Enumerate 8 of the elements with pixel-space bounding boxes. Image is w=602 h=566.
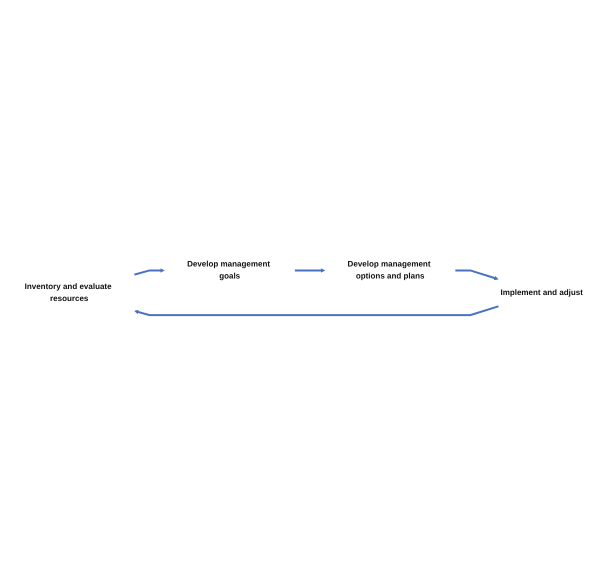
arrow	[134, 305, 499, 316]
arrow	[455, 269, 499, 280]
node-text: Develop management options and plans	[348, 260, 430, 280]
arrow	[294, 268, 326, 273]
node-text: Develop management goals	[187, 260, 270, 280]
node-text: Implement and adjust	[500, 288, 583, 297]
arrow	[134, 268, 165, 276]
node-text: Inventory and evaluate resources	[24, 282, 112, 303]
